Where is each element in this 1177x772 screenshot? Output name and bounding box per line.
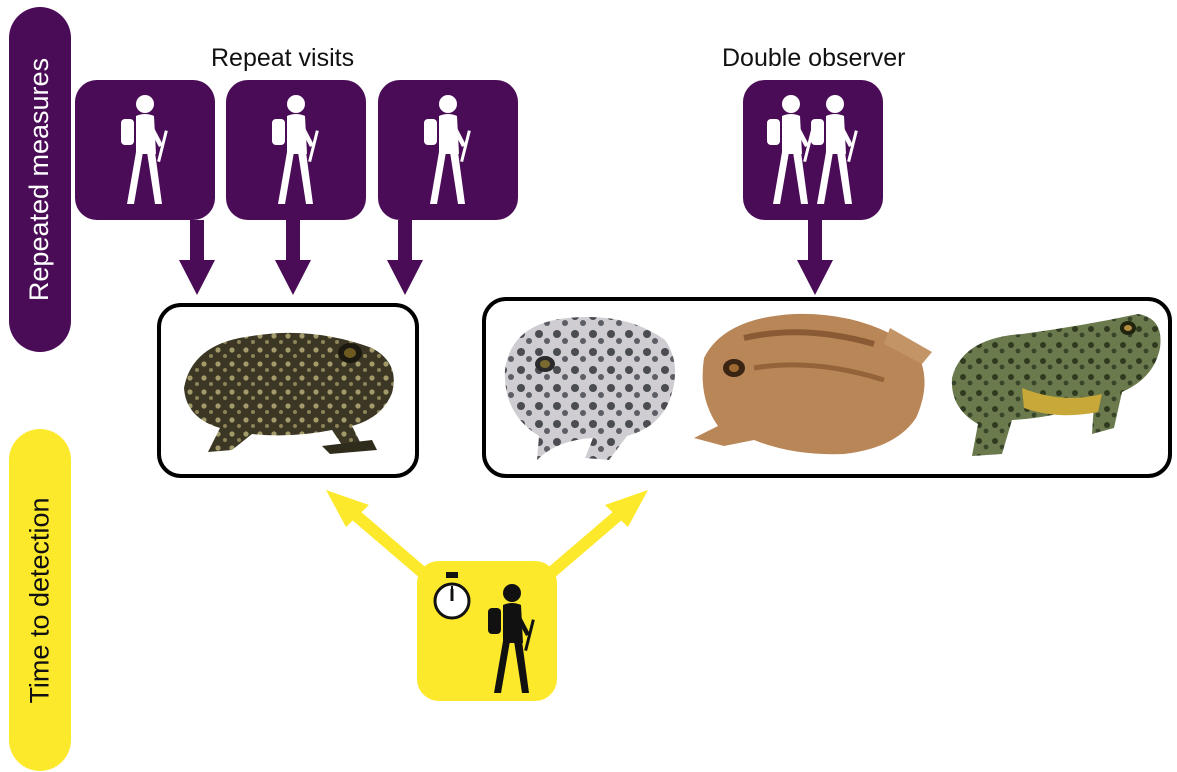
repeat-visit-3-arrow — [387, 220, 423, 295]
repeat-visit-2-arrow — [275, 220, 311, 295]
double-observer-arrow — [797, 220, 833, 295]
time-to-detection-box — [417, 561, 557, 701]
time-to-detection-arrow-left — [326, 490, 422, 572]
hiker-icon — [472, 579, 552, 699]
stopwatch-icon — [427, 569, 477, 624]
time-to-detection-arrow-right — [552, 490, 648, 572]
repeat-visit-1-arrow — [179, 220, 215, 295]
